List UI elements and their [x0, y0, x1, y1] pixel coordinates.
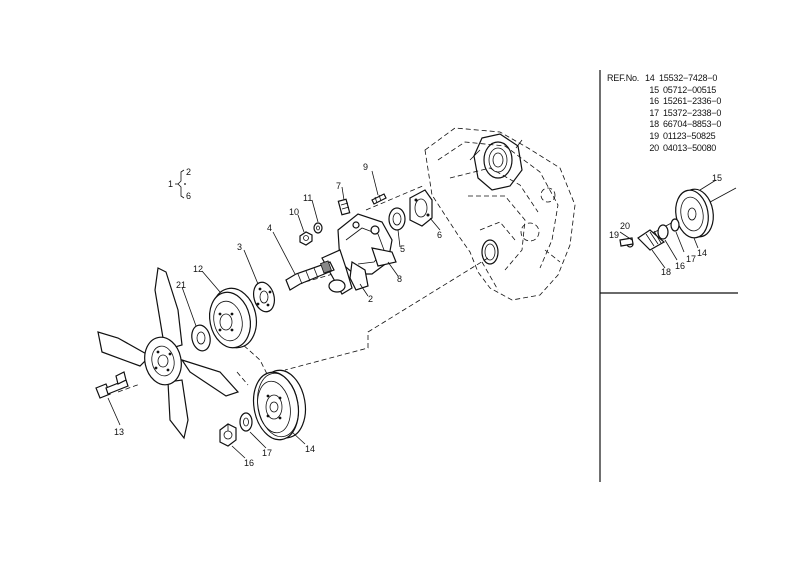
part-14-crank-pulley	[252, 369, 307, 441]
callout-3: 3	[237, 242, 242, 252]
ref-row: 16 15261−2336−0	[607, 96, 721, 108]
brace-from: 2	[186, 167, 191, 177]
callout-4: 4	[267, 223, 272, 233]
inset-callout-14: 14	[697, 248, 707, 258]
callout-9: 9	[363, 162, 368, 172]
ref-row: 19 01123−50825	[607, 131, 721, 143]
brace-to: 6	[186, 191, 191, 201]
callout-10: 10	[289, 207, 299, 217]
panel-frame	[599, 70, 738, 482]
part-number: 04013−50080	[663, 142, 717, 153]
part-7-bolt	[337, 198, 351, 216]
ref-number: 18	[649, 119, 659, 130]
part-9-stud	[371, 193, 387, 205]
fan-assembly	[97, 267, 240, 440]
callout-16: 16	[244, 458, 254, 468]
part-number: 15532−7428−0	[659, 73, 718, 83]
part-number: 66704−8853−0	[663, 119, 722, 130]
thermostat-housing	[469, 133, 523, 191]
ref-row: 15 05712−00515	[607, 85, 721, 97]
ref-number-table: REF.No. 14 15532−7428−0 15 05712−00515 1…	[607, 73, 721, 154]
part-number: 05712−00515	[663, 84, 717, 95]
part-13-fan-bolt	[95, 371, 129, 399]
callout-14: 14	[305, 444, 315, 454]
brace-parent: 1	[168, 179, 173, 189]
callout-2: 2	[368, 294, 373, 304]
inset-callout-15: 15	[712, 173, 722, 183]
ref-number: 19	[649, 130, 659, 141]
ref-number: 20	[649, 142, 659, 153]
part-3-hub	[252, 281, 276, 313]
part-number: 15261−2336−0	[663, 96, 722, 107]
callout-6: 6	[437, 230, 442, 240]
part-5-bearing	[388, 207, 406, 231]
part-17-washer	[239, 412, 253, 432]
part-number: 15372−2338−0	[663, 107, 722, 118]
part-10-nut	[299, 231, 313, 246]
inset-callout-16: 16	[675, 261, 685, 271]
ref-row: 18 66704−8853−0	[607, 119, 721, 131]
ref-row: 17 15372−2338−0	[607, 108, 721, 120]
assembly-brace: 1 2 6	[168, 167, 191, 201]
inset-callout-18: 18	[661, 267, 671, 277]
ref-row: 20 04013−50080	[607, 143, 721, 155]
part-16-nut	[219, 423, 237, 447]
callout-leaders	[107, 170, 717, 459]
inset-callout-20: 20	[620, 221, 630, 231]
block-seal	[481, 239, 499, 265]
part-number: 01123−50825	[663, 130, 716, 141]
part-2-water-pump-body	[321, 213, 397, 295]
inset-callout-19: 19	[609, 230, 619, 240]
callout-labels: 9 7 11 10 4 3 5 6 8 2 12 21 13 14 17 16 …	[114, 162, 722, 468]
callout-5: 5	[400, 244, 405, 254]
inset-pulley-assembly	[619, 187, 737, 251]
part-11-washer	[313, 222, 323, 234]
callout-7: 7	[336, 181, 341, 191]
engine-block-outline	[424, 127, 576, 301]
part-4-shaft	[285, 260, 335, 291]
ref-number: 16	[649, 96, 659, 107]
callout-8: 8	[397, 274, 402, 284]
callout-13: 13	[114, 427, 124, 437]
ref-row: REF.No. 14 15532−7428−0	[607, 73, 721, 85]
inset-callout-17: 17	[686, 254, 696, 264]
ref-number: 15	[649, 84, 659, 95]
ref-number: 14	[645, 73, 655, 83]
ref-number: 17	[649, 107, 659, 118]
part-21-spacer	[191, 324, 211, 352]
callout-12: 12	[193, 264, 203, 274]
part-12-pump-pulley	[208, 287, 258, 349]
ref-header: REF.No.	[607, 73, 640, 83]
callout-17: 17	[262, 448, 272, 458]
callout-11: 11	[303, 193, 312, 203]
part-6-gasket	[409, 189, 433, 227]
callout-21: 21	[176, 280, 186, 290]
